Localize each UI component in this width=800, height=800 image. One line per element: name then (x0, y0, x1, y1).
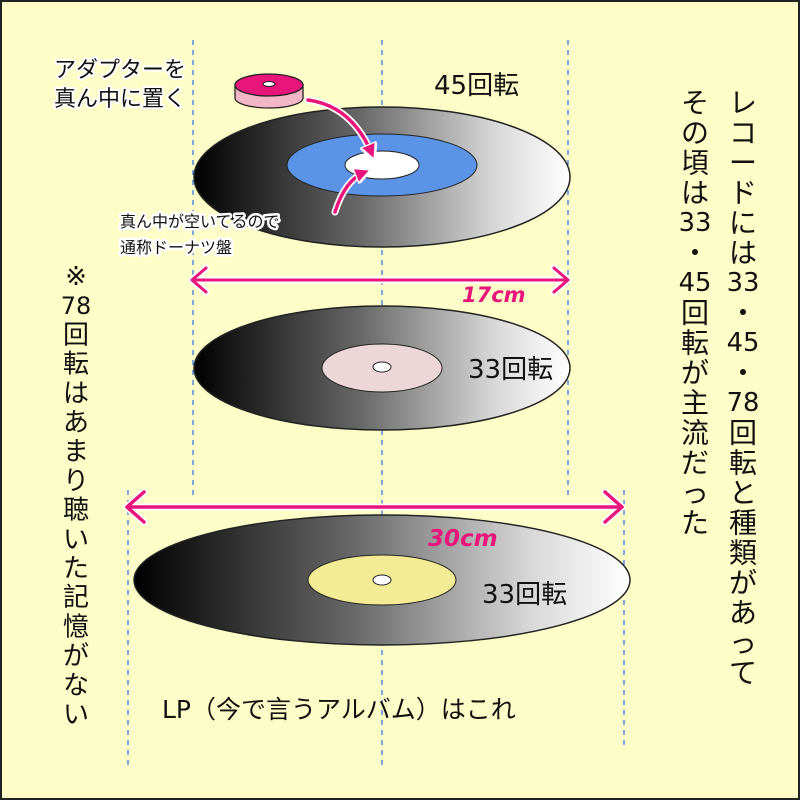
vertical-char: 78 (61, 292, 91, 320)
vertical-char: ※ (65, 262, 87, 292)
vertical-char: 78 (727, 388, 760, 418)
vertical-char: が (63, 642, 89, 672)
vertical-char: ド (729, 177, 757, 210)
vertical-char: た (63, 554, 89, 584)
vertical-char: の (681, 117, 709, 150)
vertical-char: っ (681, 477, 709, 510)
vertical-char: 転 (729, 447, 757, 480)
vertical-char: ・ (729, 297, 757, 330)
vertical-char: コ (729, 117, 757, 150)
vertical-char: い (63, 700, 89, 730)
vertical-char: 類 (729, 537, 757, 570)
center-hole (373, 362, 391, 372)
vertical-char: は (729, 237, 757, 270)
vertical-char: 33 (727, 268, 760, 298)
vertical-char: に (729, 207, 757, 240)
vertical-char: 流 (681, 417, 709, 450)
vertical-char: 回 (681, 297, 709, 330)
vertical-char: ・ (729, 357, 757, 390)
vertical-char: ー (729, 147, 757, 180)
vertical-char: 回 (729, 417, 757, 450)
vertical-char: 記 (63, 583, 89, 613)
vertical-char: 回 (63, 320, 89, 350)
adapter-note-line2: 真ん中に置く (54, 87, 186, 112)
lp-note: LP（今で言うアルバム）はこれ (162, 695, 516, 724)
vertical-char: は (63, 379, 89, 409)
vertical-char: 憶 (63, 612, 89, 642)
vertical-char: た (681, 507, 709, 540)
vertical-char: は (681, 177, 709, 210)
dimension-17cm: 17cm (462, 283, 526, 307)
vertical-char: い (63, 525, 89, 555)
hole-note-line1: 真ん中が空いてるので (120, 212, 280, 231)
vertical-char: 主 (681, 387, 709, 420)
vertical-char: 33 (679, 208, 712, 238)
vertical-char: な (63, 671, 89, 701)
vertical-char: 頃 (681, 147, 709, 180)
vertical-char: だ (681, 447, 709, 480)
adapter-note-line1: アダプターを (54, 58, 186, 83)
label-33rpm-17cm: 33回転 (468, 355, 553, 385)
vertical-char: あ (63, 408, 89, 438)
vertical-char: り (63, 466, 89, 496)
dimension-30cm: 30cm (428, 526, 498, 552)
vertical-char: そ (681, 87, 709, 120)
label-45rpm: 45回転 (434, 71, 519, 101)
adapter-icon (235, 74, 303, 108)
adapter-hole (263, 82, 275, 87)
vertical-char: 転 (63, 350, 89, 380)
vertical-char: が (681, 357, 709, 390)
center-hole (373, 575, 391, 585)
vertical-char: ま (63, 437, 89, 467)
label-33rpm-lp: 33回転 (482, 580, 567, 610)
vertical-char: レ (729, 87, 757, 120)
vertical-char: あ (729, 597, 757, 630)
vertical-char: 転 (681, 327, 709, 360)
vertical-char: と (729, 477, 757, 510)
vertical-char: て (729, 657, 757, 690)
vertical-char: 45 (727, 328, 760, 358)
vertical-char: っ (729, 627, 757, 660)
vertical-char: 聴 (63, 496, 89, 526)
vertical-char: 45 (679, 268, 712, 298)
vertical-char: ・ (681, 237, 709, 270)
hole-note-line2: 通称ドーナツ盤 (120, 238, 232, 257)
vertical-char: 種 (729, 507, 757, 540)
vertical-char: が (729, 567, 757, 600)
